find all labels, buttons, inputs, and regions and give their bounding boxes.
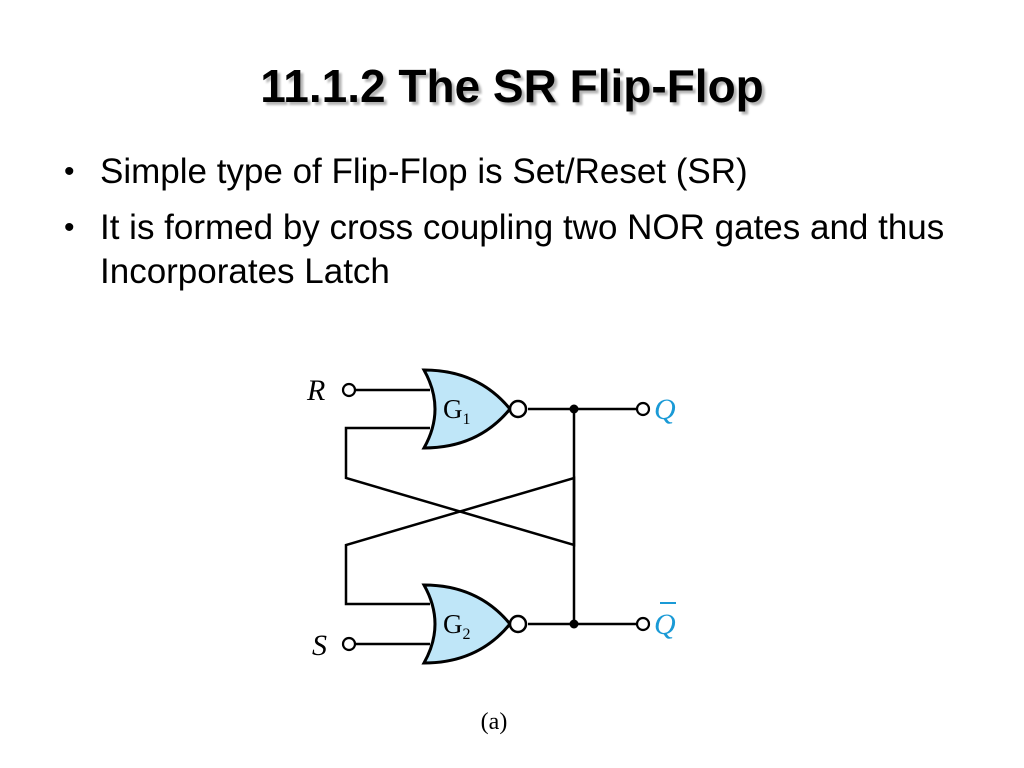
terminal-r (341, 382, 357, 398)
bullet-item: • It is formed by cross coupling two NOR… (60, 206, 960, 294)
output-label-q: Q (654, 393, 676, 426)
input-label-r: R (306, 374, 325, 407)
bullet-item: • Simple type of Flip-Flop is Set/Reset … (60, 150, 960, 194)
bullet-dot-icon: • (64, 155, 75, 188)
wire-feedback-to-g2 (344, 476, 576, 624)
nor-gate-g2 (421, 583, 512, 665)
nor-gate-g1 (421, 368, 512, 450)
bullet-text: It is formed by cross coupling two NOR g… (100, 208, 945, 291)
wires (344, 388, 636, 646)
junction-dot-q-bar (569, 619, 579, 629)
diagram-caption: (a) (481, 709, 508, 735)
terminal-q-bar (635, 616, 651, 632)
gate-label-g2: G2 (443, 609, 471, 643)
inverter-bubble-g1 (508, 399, 528, 419)
bullet-text: Simple type of Flip-Flop is Set/Reset (S… (100, 152, 748, 191)
output-label-q-bar: Q (654, 608, 676, 641)
bullet-list: • Simple type of Flip-Flop is Set/Reset … (60, 150, 960, 306)
sr-flip-flop-diagram: G1 G2 R S Q Q (a) (306, 368, 676, 735)
bullet-dot-icon: • (64, 211, 75, 244)
inverter-bubble-g2 (508, 614, 528, 634)
terminal-q (635, 401, 651, 417)
slide-title: 11.1.2 The SR Flip-Flop (260, 60, 764, 112)
input-label-s: S (312, 629, 327, 662)
junction-dot-q (569, 404, 579, 414)
gate-label-g1: G1 (443, 394, 471, 428)
terminal-s (341, 636, 357, 652)
